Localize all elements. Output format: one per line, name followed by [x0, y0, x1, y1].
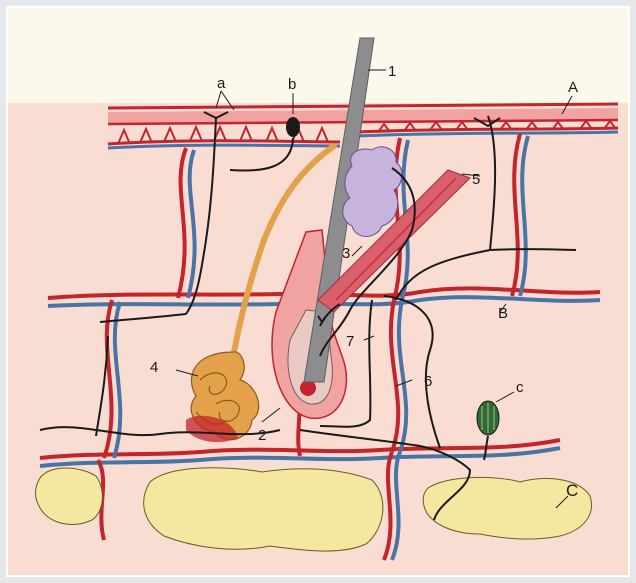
label-c-small: c — [516, 379, 524, 396]
receptor-c — [477, 401, 499, 435]
label-6: 6 — [424, 373, 432, 390]
label-b: b — [288, 76, 296, 93]
label-7: 7 — [346, 333, 354, 350]
label-2: 2 — [258, 427, 266, 444]
label-5: 5 — [472, 171, 480, 188]
label-1: 1 — [388, 63, 396, 80]
label-C: C — [566, 481, 578, 500]
label-A: A — [568, 79, 578, 96]
epidermis-surface-area — [8, 8, 628, 103]
label-a: a — [217, 75, 226, 92]
label-3: 3 — [342, 245, 350, 262]
label-B: B — [498, 305, 508, 322]
receptor-b — [286, 117, 300, 137]
label-4: 4 — [150, 359, 158, 376]
